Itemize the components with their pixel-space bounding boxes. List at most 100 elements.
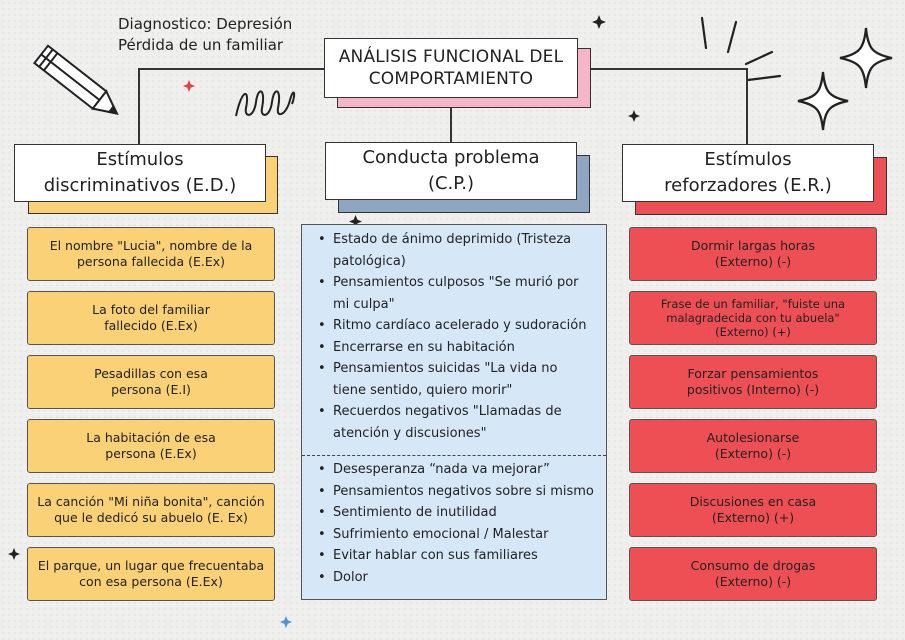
header-line: Conducta problema bbox=[362, 147, 540, 168]
list-item: Pensamientos negativos sobre si mismo bbox=[318, 481, 594, 503]
burst-lines-icon bbox=[700, 16, 782, 82]
ed-header: Estímulos discriminativos (E.D.) bbox=[14, 144, 266, 202]
title-line: COMPORTAMIENTO bbox=[368, 69, 534, 89]
header-line: Estímulos bbox=[704, 149, 792, 170]
er-card: Consumo de drogas (Externo) (-) bbox=[629, 547, 877, 601]
item-text: Pensamientos negativos sobre si mismo bbox=[333, 483, 594, 499]
small-star-icon bbox=[628, 110, 640, 122]
card-text: (Externo) (+) bbox=[711, 510, 795, 525]
item-text: tiene sentido, quiero morir" bbox=[333, 382, 513, 398]
item-text: patológica) bbox=[333, 253, 406, 269]
pencil-icon bbox=[33, 44, 119, 115]
diagnosis-line: Diagnostico: Depresión bbox=[118, 15, 293, 33]
card-text: Frase de un familiar, "fuiste una bbox=[660, 297, 846, 311]
list-item: Pensamientos culposos "Se murió por mi c… bbox=[318, 272, 606, 315]
ed-card: La canción "Mi niña bonita", canción que… bbox=[27, 483, 275, 537]
small-star-icon bbox=[592, 15, 606, 29]
card-text: con esa persona (E.Ex) bbox=[79, 574, 223, 589]
header-line: Estímulos bbox=[96, 149, 184, 170]
item-text: mi culpa" bbox=[333, 296, 395, 312]
card-text: persona (E.Ex) bbox=[105, 446, 197, 461]
item-text: Sentimiento de inutilidad bbox=[333, 505, 497, 520]
item-text: Encerrarse en su habitación bbox=[333, 339, 515, 355]
item-text: Pensamientos suicidas "La vida no bbox=[333, 361, 558, 376]
list-item: Ritmo cardíaco acelerado y sudoración bbox=[318, 315, 606, 337]
connector-line bbox=[576, 68, 748, 70]
er-card: Frase de un familiar, "fuiste una malagr… bbox=[629, 291, 877, 345]
connector-line bbox=[138, 68, 140, 144]
item-text: Evitar hablar con sus familiares bbox=[333, 548, 538, 563]
ed-card: El nombre "Lucia", nombre de la persona … bbox=[27, 227, 275, 281]
item-text: Sufrimiento emocional / Malestar bbox=[333, 526, 549, 542]
ed-card: La foto del familiar fallecido (E.Ex) bbox=[27, 291, 275, 345]
card-text: (Externo) (-) bbox=[714, 574, 792, 589]
card-text: persona (E.I) bbox=[111, 382, 191, 397]
cp-list-bottom: Desesperanza “nada va mejorar” Pensamien… bbox=[302, 459, 594, 588]
small-star-icon bbox=[8, 548, 20, 560]
cp-panel: Estado de ánimo deprimido (Tristeza pato… bbox=[301, 224, 607, 600]
diagnosis-note: Diagnostico: Depresión Pérdida de un fam… bbox=[118, 14, 292, 56]
main-title: ANÁLISIS FUNCIONAL DEL COMPORTAMIENTO bbox=[324, 38, 578, 98]
er-header: Estímulos reforzadores (E.R.) bbox=[622, 144, 874, 202]
card-text: (Externo) (-) bbox=[714, 254, 792, 269]
cp-list-top: Estado de ánimo deprimido (Tristeza pato… bbox=[302, 229, 606, 444]
connector-line bbox=[746, 68, 748, 145]
card-text: La habitación de esa bbox=[86, 430, 216, 445]
sparkle-star-icon bbox=[839, 27, 893, 89]
list-item: Dolor bbox=[318, 567, 594, 589]
card-text: que le dedicó su abuelo (E. Ex) bbox=[54, 510, 248, 525]
list-item: Estado de ánimo deprimido (Tristeza pato… bbox=[318, 229, 606, 272]
card-text: Forzar pensamientos bbox=[687, 366, 819, 381]
ed-card: Pesadillas con esa persona (E.I) bbox=[27, 355, 275, 409]
card-text: Dormir largas horas bbox=[691, 238, 815, 253]
list-item: Pensamientos suicidas "La vida no tiene … bbox=[318, 358, 606, 401]
connector-line bbox=[450, 106, 452, 143]
small-star-icon bbox=[280, 616, 292, 628]
list-item: Recuerdos negativos "Llamadas de atenció… bbox=[318, 401, 606, 444]
card-text: La foto del familiar bbox=[92, 302, 210, 317]
er-card: Discusiones en casa (Externo) (+) bbox=[629, 483, 877, 537]
card-text: Consumo de drogas bbox=[690, 558, 816, 573]
header-line: (C.P.) bbox=[427, 173, 475, 194]
card-text: positivos (Interno) (-) bbox=[686, 382, 820, 397]
list-item: Encerrarse en su habitación bbox=[318, 337, 606, 359]
item-text: Recuerdos negativos "Llamadas de bbox=[333, 404, 562, 419]
card-text: (Externo) (+) bbox=[715, 325, 791, 339]
list-item: Evitar hablar con sus familiares bbox=[318, 545, 594, 567]
list-item: Sentimiento de inutilidad bbox=[318, 502, 594, 524]
dashed-divider bbox=[302, 455, 606, 456]
spring-doodle-icon bbox=[235, 90, 296, 117]
card-text: (Externo) (-) bbox=[714, 446, 792, 461]
list-item: Desesperanza “nada va mejorar” bbox=[318, 459, 594, 481]
connector-line bbox=[138, 68, 324, 70]
item-text: Ritmo cardíaco acelerado y sudoración bbox=[333, 318, 587, 333]
er-card: Dormir largas horas (Externo) (-) bbox=[629, 227, 877, 281]
ed-card: La habitación de esa persona (E.Ex) bbox=[27, 419, 275, 473]
small-star-icon bbox=[349, 215, 362, 228]
card-text: Pesadillas con esa bbox=[94, 366, 208, 381]
item-text: Estado de ánimo deprimido (Tristeza bbox=[333, 232, 572, 247]
sparkle-star-icon bbox=[797, 71, 849, 131]
loss-line: Pérdida de un familiar bbox=[118, 36, 284, 54]
er-card: Autolesionarse (Externo) (-) bbox=[629, 419, 877, 473]
header-line: discriminativos (E.D.) bbox=[43, 175, 237, 196]
list-item: Sufrimiento emocional / Malestar bbox=[318, 524, 594, 546]
small-star-icon bbox=[183, 80, 195, 92]
card-text: Discusiones en casa bbox=[689, 494, 817, 509]
item-text: Desesperanza “nada va mejorar” bbox=[333, 462, 550, 477]
card-text: El parque, un lugar que frecuentaba bbox=[37, 558, 265, 573]
card-text: fallecido (E.Ex) bbox=[104, 318, 198, 333]
card-text: Autolesionarse bbox=[706, 430, 800, 445]
card-text: malagradecida con tu abuela" bbox=[666, 311, 840, 325]
card-text: El nombre "Lucia", nombre de la bbox=[49, 238, 253, 253]
item-text: atención y discusiones" bbox=[333, 425, 487, 441]
cp-header: Conducta problema (C.P.) bbox=[325, 142, 577, 200]
header-line: reforzadores (E.R.) bbox=[664, 175, 832, 196]
ed-card: El parque, un lugar que frecuentaba con … bbox=[27, 547, 275, 601]
card-text: persona fallecida (E.Ex) bbox=[76, 254, 225, 269]
item-text: Dolor bbox=[333, 569, 368, 585]
item-text: Pensamientos culposos "Se murió por bbox=[333, 275, 579, 290]
title-line: ANÁLISIS FUNCIONAL DEL bbox=[338, 47, 564, 67]
card-text: La canción "Mi niña bonita", canción bbox=[37, 494, 265, 509]
er-card: Forzar pensamientos positivos (Interno) … bbox=[629, 355, 877, 409]
